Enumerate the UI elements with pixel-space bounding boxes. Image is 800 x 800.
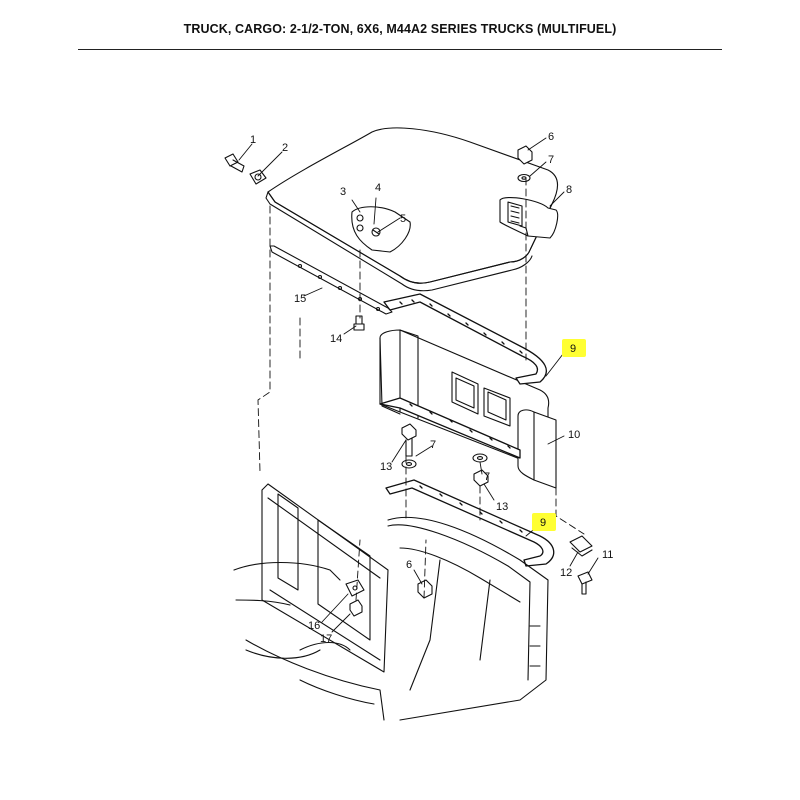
callout-9-lower: 9: [540, 517, 546, 529]
bolt-1: [224, 153, 245, 173]
callout-13-left: 13: [380, 461, 392, 473]
clip-16: [345, 579, 365, 597]
mounting-strip: [269, 245, 393, 315]
alignment-lines: [257, 177, 585, 601]
seal-9-upper: [383, 293, 547, 385]
nut-13-right: [473, 469, 489, 487]
callout-10: 10: [568, 429, 580, 441]
leader-lines: [238, 137, 599, 633]
nut-6-bottom: [417, 579, 433, 599]
callout-3: 3: [340, 186, 346, 198]
callout-8: 8: [566, 184, 572, 196]
seal-9-lower: [385, 479, 555, 567]
nut-6-top: [517, 145, 533, 165]
callout-16: 16: [308, 620, 320, 632]
callout-11: 11: [602, 549, 613, 561]
cab-box-panel: [379, 329, 557, 489]
clip-12: [569, 535, 593, 557]
bolt-17: [349, 599, 363, 617]
roof-panel: [265, 127, 559, 292]
header-divider: [78, 49, 722, 50]
washer-7-right: [472, 453, 488, 463]
callout-7-right: 7: [484, 471, 490, 483]
callout-6-bottom: 6: [406, 559, 412, 571]
callout-labels: 1 2 3 4 5 6 7 8 9 10 7 7 13 13 9 11 12 6…: [250, 131, 613, 645]
screw-11: [577, 571, 593, 595]
callout-17: 17: [320, 633, 332, 645]
callout-1: 1: [250, 134, 256, 146]
callout-12: 12: [560, 567, 572, 579]
seal-9-middle: [379, 397, 521, 459]
callout-5: 5: [400, 213, 406, 225]
page-title: TRUCK, CARGO: 2-1/2-TON, 6X6, M44A2 SERI…: [183, 22, 617, 36]
highlight-marker-9-upper: [562, 339, 586, 357]
callout-7-left: 7: [430, 439, 436, 451]
washer-7-left: [401, 459, 417, 469]
callout-13-right: 13: [496, 501, 508, 513]
callout-7-top: 7: [548, 154, 554, 166]
callout-9-upper: 9: [570, 343, 576, 355]
nut-2: [249, 169, 267, 185]
screw-14: [353, 315, 365, 331]
callout-2: 2: [282, 142, 288, 154]
callout-6-top: 6: [548, 131, 554, 143]
washer-7-top: [517, 173, 531, 183]
callout-15: 15: [294, 293, 306, 305]
callout-14: 14: [330, 333, 342, 345]
bolt-13-left: [401, 423, 417, 457]
callout-4: 4: [375, 182, 381, 194]
vehicle-body-outline: [233, 483, 549, 721]
highlight-marker-9-lower: [532, 513, 556, 531]
